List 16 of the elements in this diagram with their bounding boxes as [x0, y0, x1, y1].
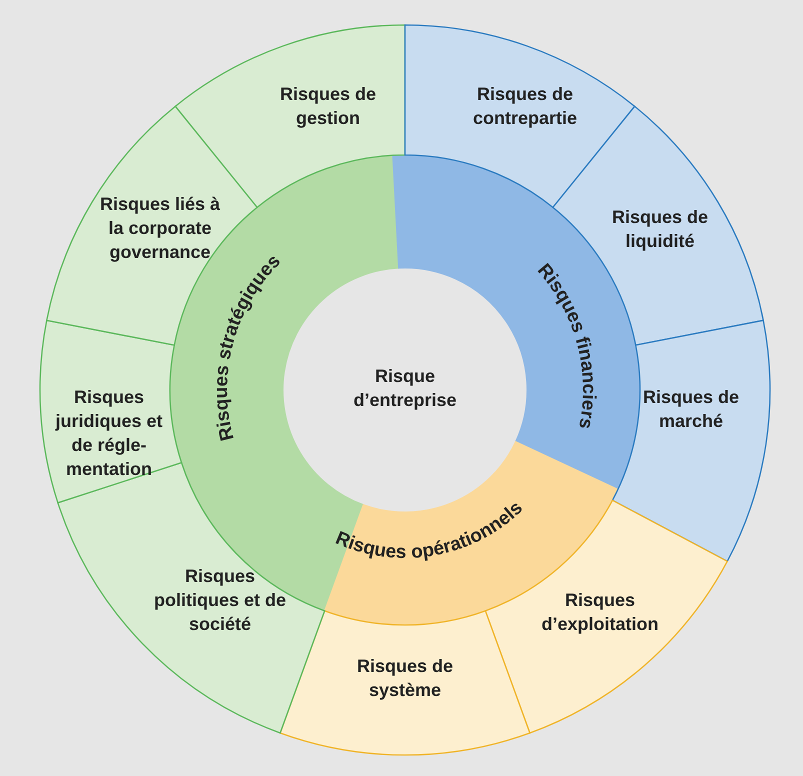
ring-segment: [57, 462, 326, 734]
segment-label: Risques d’exploitation: [540, 589, 660, 636]
segment-label: Risques juridiques et de régle-mentation: [54, 386, 164, 481]
center-label: Risque d’entreprise: [352, 365, 458, 412]
segment-label: Risques de liquidité: [610, 206, 710, 253]
segment-label: Risques politiques et de société: [152, 565, 287, 636]
ring-segment: [612, 320, 770, 562]
segment-label: Risques liés à la corporate governance: [98, 193, 220, 262]
segment-label: Risques de contrepartie: [472, 83, 578, 130]
segment-label: Risques de marché: [642, 386, 740, 433]
ring-segment: [174, 24, 406, 208]
ring-segment: [40, 320, 182, 504]
ring-segment: [404, 24, 636, 208]
segment-label: Risques de système: [356, 655, 454, 702]
ring-segment: [280, 610, 530, 756]
segment-label: Risques de gestion: [278, 83, 378, 130]
